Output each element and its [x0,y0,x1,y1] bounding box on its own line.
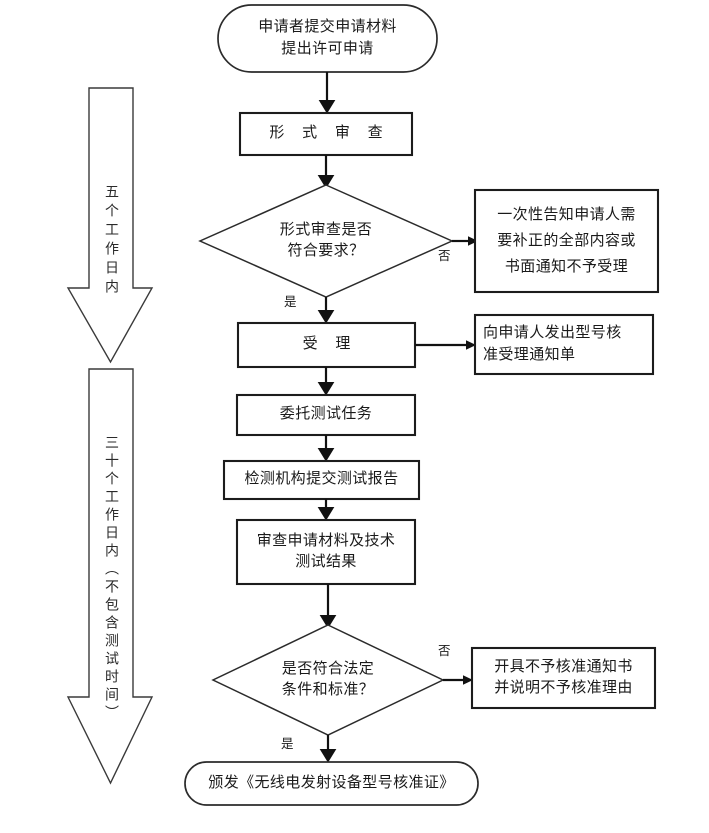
timeline-arrow-phase-one [66,87,154,364]
edge-label-standard-no: 否 [438,644,451,658]
node-test-report-shape [222,459,421,501]
edge-decision-standard-no-arrowhead [463,675,473,685]
node-assign-test-shape [235,393,417,437]
node-review-materials-shape [235,518,417,586]
timeline-arrow-phase-two [66,368,154,785]
node-decision-standard-shape [211,624,445,736]
node-issue-certificate-shape [184,761,479,806]
node-start-shape [217,4,438,73]
edge-decision-formal-no-arrowhead [468,236,478,246]
node-notify-accept-shape [473,313,655,376]
timeline-phase-two-label: 三十个工作日内（不包含测试时间） [103,435,118,723]
edge-label-formal-no: 否 [438,249,451,263]
node-accept-shape [236,321,417,369]
timeline-phase-one-label: 五个工作日内 [103,184,118,298]
edge-accept-to-notify-arrowhead [466,340,476,350]
node-reject-notice-shape [470,646,657,710]
edge-label-formal-yes: 是 [284,295,297,309]
node-notify-supplement-shape [473,188,660,294]
node-decision-formal-shape [198,184,454,298]
node-formal-review-shape [238,111,414,157]
edge-label-standard-yes: 是 [281,737,294,751]
